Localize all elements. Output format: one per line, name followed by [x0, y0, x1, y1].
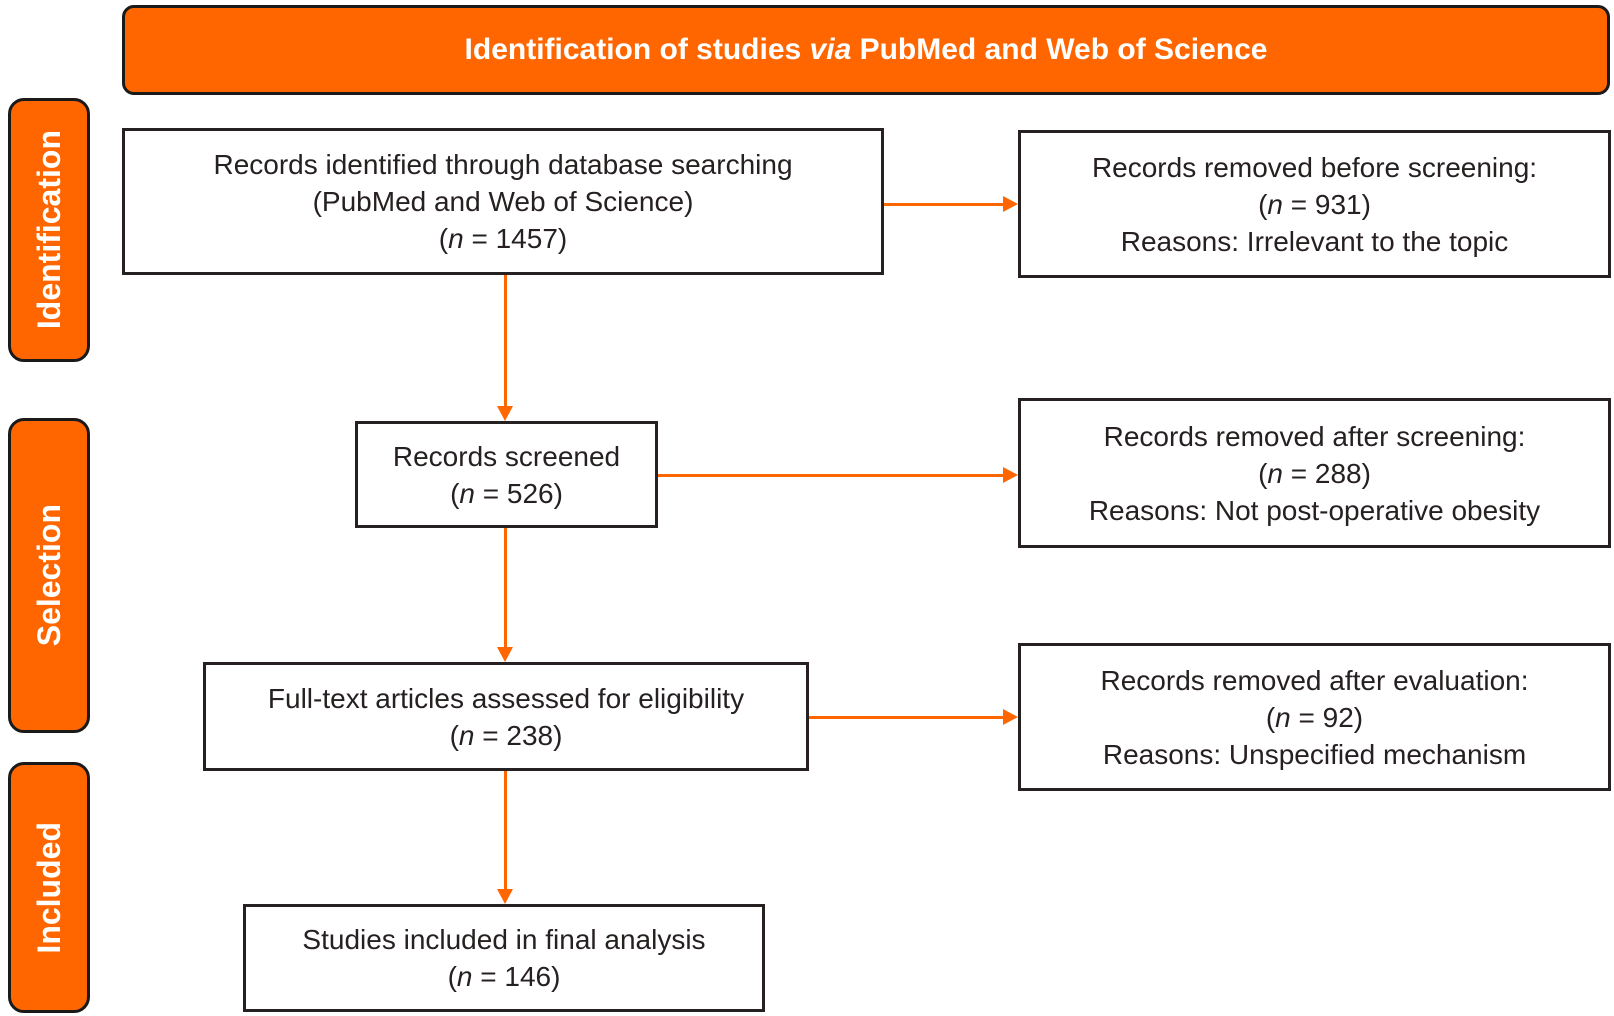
- banner-title: Identification of studies via PubMed and…: [465, 33, 1268, 67]
- n-symbol: n: [448, 223, 464, 254]
- removed-after-evaluation-count: (n = 92): [1266, 699, 1363, 736]
- removed-before-reason: Reasons: Irrelevant to the topic: [1120, 225, 1509, 257]
- n-paren-open: (: [1265, 701, 1276, 733]
- banner-title-prefix: Identification of studies: [464, 33, 810, 66]
- n-symbol: n: [459, 477, 475, 509]
- n-paren-open: (: [447, 961, 457, 992]
- stage-label-selection: Selection: [30, 504, 67, 647]
- n-paren-open: (: [438, 223, 449, 254]
- stage-tab-included: Included: [8, 762, 90, 1013]
- removed-after-evaluation-reason: Reasons: Unspecified mechanism: [1102, 738, 1527, 770]
- box-removed-after-screening: Records removed after screening: (n = 28…: [1018, 398, 1611, 548]
- arrow-line: [503, 275, 507, 406]
- arrow-right-identified-to-removed: [884, 196, 1018, 212]
- n-value: = 146): [472, 961, 561, 992]
- box-removed-after-evaluation: Records removed after evaluation: (n = 9…: [1018, 643, 1611, 791]
- arrow-line: [503, 528, 507, 647]
- removed-after-screening-count: (n = 288): [1258, 455, 1371, 492]
- arrow-down-identified-to-screened: [497, 275, 513, 421]
- records-screened-count: (n = 526): [450, 475, 563, 512]
- n-value: = 931): [1282, 188, 1371, 220]
- banner-title-suffix: PubMed and Web of Science: [851, 33, 1268, 66]
- arrow-head-right-icon: [1003, 709, 1018, 725]
- arrow-right-fulltext-to-removed: [809, 709, 1018, 725]
- n-paren-open: (: [1258, 188, 1268, 220]
- records-identified-line1: Records identified through database sear…: [213, 149, 793, 180]
- n-paren-open: (: [450, 477, 460, 509]
- n-symbol: n: [456, 961, 473, 992]
- arrow-head-down-icon: [497, 647, 513, 662]
- arrow-head-down-icon: [497, 889, 513, 904]
- arrow-line: [503, 771, 507, 889]
- fulltext-assessed-line1: Full-text articles assessed for eligibil…: [267, 682, 745, 714]
- n-value: = 288): [1282, 457, 1371, 489]
- n-symbol: n: [1267, 188, 1283, 220]
- stage-label-included: Included: [30, 821, 67, 954]
- fulltext-assessed-count: (n = 238): [450, 717, 563, 754]
- arrow-head-right-icon: [1003, 467, 1018, 483]
- removed-after-screening-line1: Records removed after screening:: [1103, 420, 1526, 452]
- stage-tab-selection: Selection: [8, 418, 90, 733]
- n-paren-open: (: [1258, 457, 1268, 489]
- records-identified-count: (n = 1457): [439, 220, 567, 257]
- box-removed-before-screening: Records removed before screening: (n = 9…: [1018, 130, 1611, 278]
- arrow-down-screened-to-fulltext: [497, 528, 513, 662]
- n-value: = 1457): [463, 223, 568, 254]
- arrow-line: [658, 473, 1003, 477]
- box-studies-included: Studies included in final analysis (n = …: [243, 904, 765, 1012]
- studies-included-line1: Studies included in final analysis: [302, 924, 706, 955]
- box-records-screened: Records screened (n = 526): [355, 421, 658, 528]
- arrow-head-right-icon: [1003, 196, 1018, 212]
- box-fulltext-assessed: Full-text articles assessed for eligibil…: [203, 662, 809, 771]
- removed-before-line1: Records removed before screening:: [1091, 151, 1538, 183]
- arrow-down-fulltext-to-included: [497, 771, 513, 904]
- removed-after-screening-reason: Reasons: Not post-operative obesity: [1088, 494, 1541, 526]
- stage-label-identification: Identification: [30, 130, 67, 330]
- arrow-line: [884, 202, 1003, 206]
- arrow-line: [809, 715, 1003, 719]
- removed-before-count: (n = 931): [1258, 186, 1371, 223]
- n-symbol: n: [1267, 457, 1283, 489]
- removed-after-evaluation-line1: Records removed after evaluation:: [1100, 664, 1529, 696]
- records-identified-line2: (PubMed and Web of Science): [312, 186, 694, 217]
- studies-included-count: (n = 146): [448, 958, 561, 995]
- n-symbol: n: [458, 719, 475, 751]
- n-symbol: n: [1275, 701, 1291, 733]
- n-value: = 92): [1290, 701, 1364, 733]
- n-paren-open: (: [449, 719, 459, 751]
- stage-tab-identification: Identification: [8, 98, 90, 362]
- records-screened-line1: Records screened: [392, 440, 621, 472]
- n-value: = 238): [474, 719, 563, 751]
- n-value: = 526): [474, 477, 563, 509]
- banner-title-via-italic: via: [809, 33, 852, 66]
- arrow-head-down-icon: [497, 406, 513, 421]
- box-records-identified: Records identified through database sear…: [122, 128, 884, 275]
- arrow-right-screened-to-removed: [658, 467, 1018, 483]
- banner-identification-of-studies: Identification of studies via PubMed and…: [122, 5, 1610, 95]
